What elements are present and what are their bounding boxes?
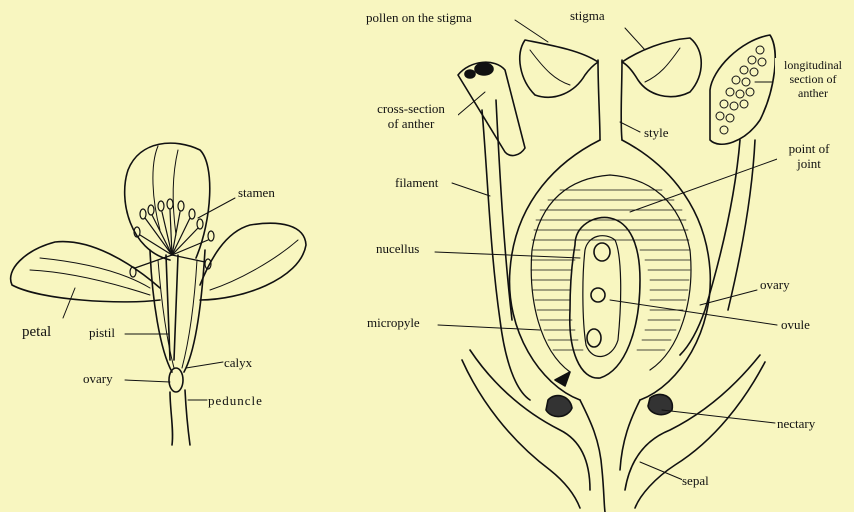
label-calyx: calyx xyxy=(224,355,252,370)
micropyle-end xyxy=(555,372,570,386)
left-petal xyxy=(11,242,160,302)
label-peduncle: peduncle xyxy=(208,393,263,408)
stigma-left xyxy=(520,40,598,97)
label-nucellus: nucellus xyxy=(376,241,419,256)
peduncle xyxy=(170,390,190,445)
label-stigma: stigma xyxy=(570,8,605,23)
right-petal xyxy=(200,223,306,300)
label-point-of-joint: point of joint xyxy=(777,141,841,171)
stamens xyxy=(130,199,214,277)
label-ovule: ovule xyxy=(781,317,810,332)
label-sepal: sepal xyxy=(682,473,709,488)
right-section-drawing xyxy=(435,20,780,512)
label-cross-section-line1: cross-section xyxy=(364,101,458,116)
wall-hatching xyxy=(531,190,690,350)
label-longitudinal-line2: section of xyxy=(775,72,851,86)
pistil xyxy=(166,255,178,360)
label-cross-section-line2: of anther xyxy=(364,116,458,131)
label-pistil: pistil xyxy=(89,325,115,340)
label-point-of-joint-line2: joint xyxy=(777,156,841,171)
label-cross-section-anther: cross-section of anther xyxy=(364,101,458,131)
label-ovary-right: ovary xyxy=(760,277,790,292)
label-longitudinal-line1: longitudinal xyxy=(775,58,851,72)
label-pollen-on-stigma: pollen on the stigma xyxy=(366,10,472,25)
label-nectary: nectary xyxy=(777,416,815,431)
label-filament: filament xyxy=(395,175,438,190)
receptacle xyxy=(580,400,640,512)
label-micropyle: micropyle xyxy=(367,315,420,330)
anther-longitudinal xyxy=(710,35,775,144)
filament-left xyxy=(482,100,530,400)
label-point-of-joint-line1: point of xyxy=(777,141,841,156)
ovary-left xyxy=(169,368,183,392)
nectary-right xyxy=(648,394,672,414)
style xyxy=(598,60,622,140)
sepal-right xyxy=(625,355,760,490)
label-style: style xyxy=(644,125,669,140)
nectary-left xyxy=(546,396,572,417)
sepal-left xyxy=(470,350,590,490)
label-stamen: stamen xyxy=(238,185,275,200)
filament-right xyxy=(680,140,755,355)
stigma-right xyxy=(622,38,701,97)
label-longitudinal-line3: anther xyxy=(775,86,851,100)
label-ovary-left: ovary xyxy=(83,371,113,386)
label-longitudinal-section-anther: longitudinal section of anther xyxy=(775,58,851,100)
label-petal: petal xyxy=(22,325,51,340)
